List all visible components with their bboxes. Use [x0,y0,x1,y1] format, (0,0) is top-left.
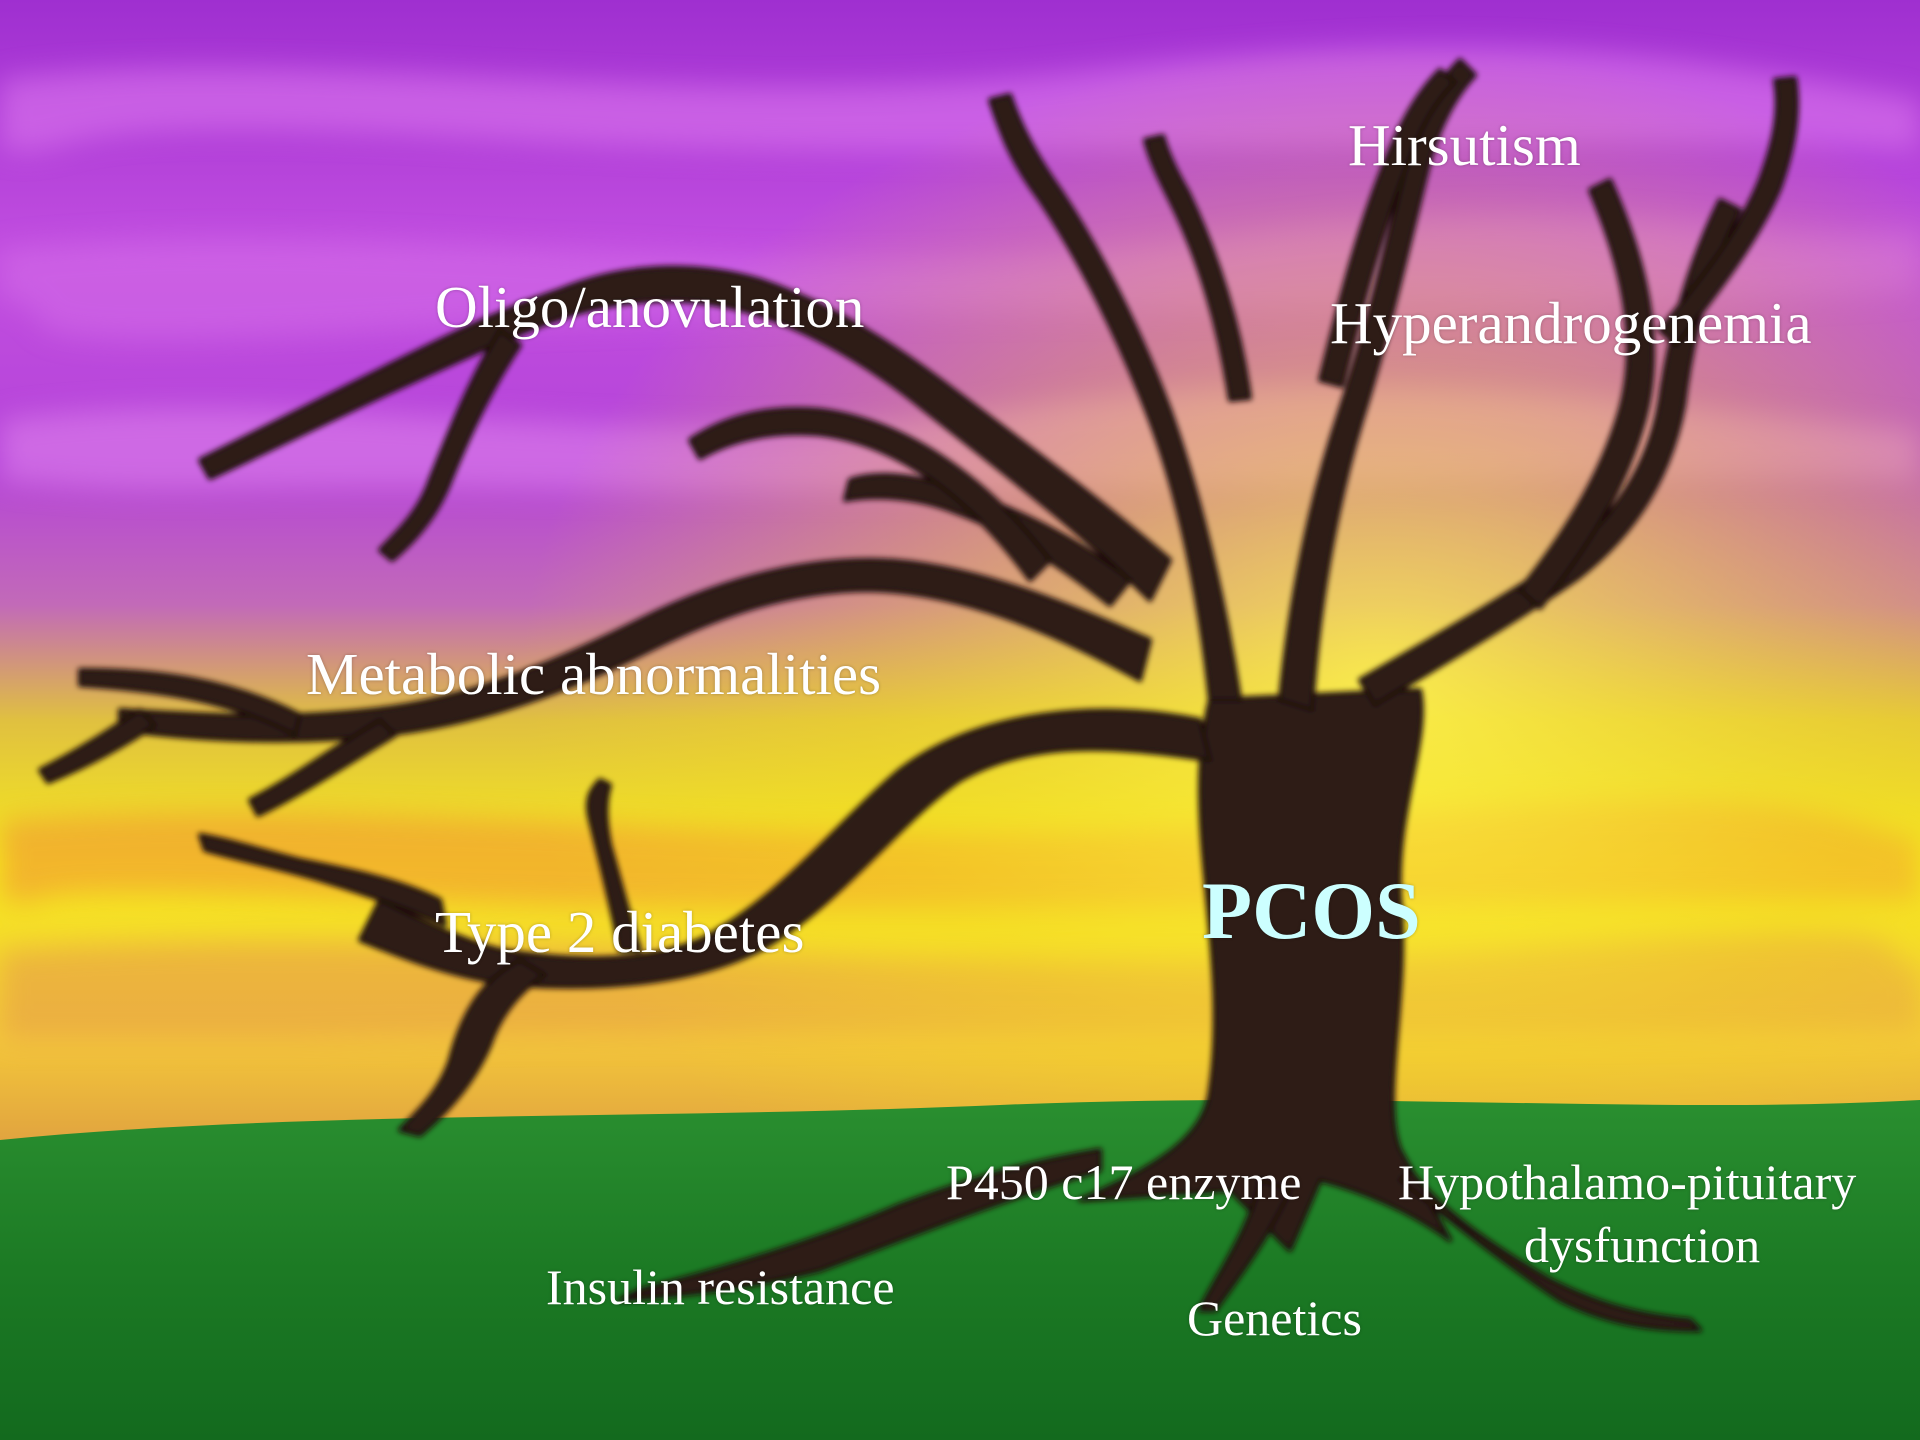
root-label-insulin-resistance: Insulin resistance [546,1262,895,1312]
center-label-pcos: PCOS [1202,870,1421,952]
branch-label-hyperandrogenemia: Hyperandrogenemia [1330,294,1812,353]
branch-label-hirsutism: Hirsutism [1348,116,1581,175]
branch-label-oligo-anovulation: Oligo/anovulation [435,278,864,337]
root-label-p450-c17-enzyme: P450 c17 enzyme [946,1157,1301,1207]
root-label-genetics: Genetics [1187,1293,1362,1343]
root-label-dysfunction: dysfunction [1524,1220,1760,1270]
root-label-hypothalamo-pituitary: Hypothalamo-pituitary [1398,1157,1856,1207]
branch-label-metabolic-abnormalities: Metabolic abnormalities [306,645,881,704]
branch-label-type-2-diabetes: Type 2 diabetes [435,903,804,962]
